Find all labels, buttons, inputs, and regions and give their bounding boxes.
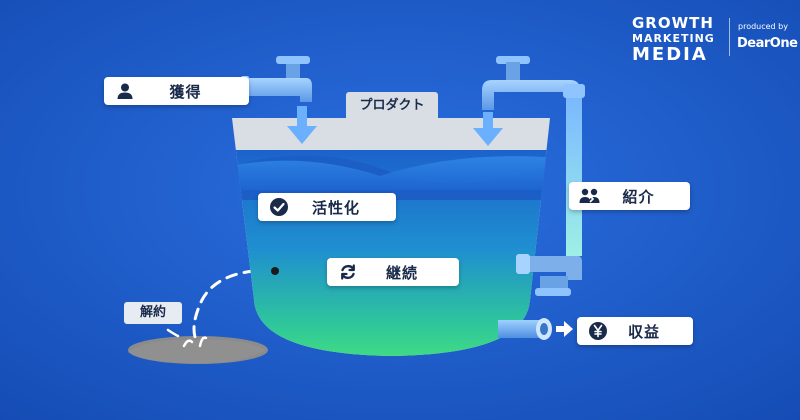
label-referral: 紹介 (569, 182, 690, 210)
check-circle-icon (268, 196, 290, 218)
return-pipe-flange (516, 254, 530, 274)
left-flow-arrow (287, 106, 317, 144)
product-tab (346, 92, 438, 122)
label-churn: 解約 (124, 302, 182, 324)
splash-3 (166, 328, 180, 338)
right-faucet-spout (482, 80, 580, 110)
refresh-icon (337, 261, 359, 283)
referral-pipe (566, 96, 582, 256)
revenue-outlet-pipe (498, 320, 540, 338)
label-acquisition-text: 獲得 (169, 82, 202, 101)
logo-divider (729, 18, 730, 56)
revenue-outlet-hole (540, 323, 548, 335)
dearone-logo: DearOne (737, 36, 798, 51)
left-faucet-spout (246, 78, 312, 102)
label-retention-text: 継続 (385, 263, 418, 282)
leak-hole (271, 267, 279, 275)
users-icon (579, 185, 601, 207)
valve-handle (535, 288, 571, 296)
splash-2 (198, 336, 208, 348)
logo-line-3: MEDIA (632, 44, 708, 65)
right-faucet-stem (506, 62, 520, 80)
left-faucet-stem (286, 62, 300, 78)
left-faucet-handle (276, 56, 310, 64)
label-activation: 活性化 (258, 193, 396, 221)
yen-icon (587, 320, 609, 342)
label-referral-text: 紹介 (622, 187, 655, 206)
revenue-arrow (556, 321, 573, 337)
right-faucet-handle (496, 56, 530, 64)
right-flow-arrow (473, 112, 503, 146)
splash-1 (182, 339, 194, 348)
valve-body (540, 276, 568, 290)
churn-stream (192, 268, 274, 342)
label-retention: 継続 (327, 258, 459, 286)
user-icon (114, 80, 136, 102)
label-revenue-text: 収益 (627, 322, 660, 341)
growth-marketing-media-logo: GROWTH MARKETING MEDIA (632, 16, 715, 64)
label-activation-text: 活性化 (311, 198, 360, 217)
referral-pipe-joint (563, 84, 585, 98)
puddle-shape (128, 339, 266, 364)
label-acquisition: 獲得 (104, 77, 249, 105)
logo-line-1: GROWTH (632, 14, 714, 32)
product-label: プロダクト (359, 98, 425, 113)
logo-line-2: MARKETING (632, 32, 715, 45)
return-pipe (528, 256, 582, 280)
water-wave-front (232, 156, 550, 190)
label-revenue: 収益 (577, 317, 693, 345)
produced-by-text: produced by (738, 22, 788, 31)
